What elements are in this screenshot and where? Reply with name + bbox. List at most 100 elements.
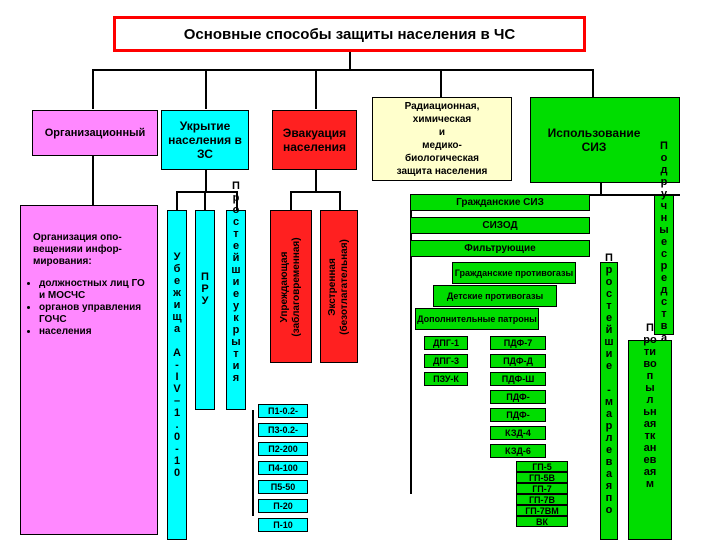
protivopylnaya-letter: ан [643,442,657,454]
prostejshie-letter: е [605,444,613,456]
prostejshie-letter: п [605,492,613,504]
evac-horizontal [290,191,340,193]
ubezhishcha-letter: - [175,359,179,371]
prostejshie-letter: и [605,348,613,360]
protivopylnaya-letter: ая [643,418,657,430]
shelter-model-label: П1-0.2- [268,406,298,416]
dpg-item: ДПГ-1 [424,336,468,350]
siz-protivopylnaya-box [628,340,672,540]
prostejshie-letter: в [605,456,613,468]
org-notify-item: населения [39,326,151,338]
shelter-drop-3 [236,191,238,211]
prostye-letter: т [233,228,239,240]
gp-item-label: ГП-7 [532,483,552,494]
title-box: Основные способы защиты населения в ЧС [113,16,586,52]
evac-type-emergency: Экстренная (безотлагательная) [320,210,358,363]
protivopylnaya-letter: ев [643,454,657,466]
prostejshie-letter: о [605,504,613,516]
drop-rad [440,69,442,97]
shelter-model-label: П-10 [273,520,293,530]
org-detail-connector [92,156,94,206]
prostye-letter: и [232,360,240,372]
prostye-letter: П [232,180,240,192]
shelter-drop-1 [176,191,178,211]
pdf-item-label: ПДФ- [506,392,530,402]
prostye-letter: я [232,372,240,384]
dpg-item-label: ПЗУ-К [433,374,459,384]
gp-item: ГП-7 [516,483,568,494]
ubezhishcha-letter: щ [172,311,182,323]
siz-bar-civil-label: Гражданские СИЗ [456,197,544,208]
pru-letter: У [201,295,209,307]
podruchnye-letter: р [660,176,668,188]
pdf-item: ПДФ-7 [490,336,546,350]
protivopylnaya-letter: тк [644,430,656,442]
shelter-model: П-10 [258,518,308,532]
siz-podruchnye-box [654,195,674,335]
ubezhishcha-letter: ж [173,287,181,299]
pdf-item-label: ПДФ-Д [503,356,533,366]
prostye-letter: о [232,204,240,216]
category-shelter-label: Укрытие населения в ЗС [168,119,242,161]
drop-shelter [205,69,207,109]
org-notify-item: должностных лиц ГО и МОСЧС [39,278,151,302]
pdf-item-label: ПДФ- [506,410,530,420]
prostejshie-letter: т [606,300,612,312]
podruchnye-letter: с [660,296,668,308]
evac-type-proactive-label: Упреждающая (заблаговременная) [279,236,302,337]
category-radiation-line-1: Радиационная, [404,101,480,112]
shelter-type-prostye [226,210,246,410]
podruchnye-letter: ы [659,224,669,236]
podruchnye-letter: д [660,164,668,176]
siz-connector [600,183,602,195]
siz-bar-filtering-label: Фильтрующие [464,243,536,254]
category-organizational-label: Организационный [44,127,146,139]
prostye-letter: ы [231,336,241,348]
podruchnye-letter: т [661,308,667,320]
prostye-letter: е [232,240,240,252]
siz-bar-filtering: Фильтрующие [410,240,590,257]
shelter-model-label: П5-50 [270,482,296,492]
shelter-model: П4-100 [258,461,308,475]
prostye-letter: у [232,300,240,312]
prostejshie-letter: л [605,432,613,444]
pdf-item: ПДФ- [490,390,546,404]
prostejshie-letter: о [605,276,613,288]
ubezhishcha-letter [175,335,178,347]
org-detail-box: Организация опо- вещенияи инфор- мирован… [20,205,158,535]
evac-drop-2 [339,191,341,211]
pdf-item: ПДФ-Д [490,354,546,368]
pdf-item: ПДФ-Ш [490,372,546,386]
prostye-letter: к [233,312,239,324]
prostye-letter: й [232,252,240,264]
prostejshie-letter: с [605,288,613,300]
shelter-model-label: П2-200 [268,444,298,454]
evac-type-emergency-label: Экстренная (безотлагательная) [327,238,350,335]
prostye-letter: т [233,348,239,360]
prostye-letter: р [232,192,240,204]
podruchnye-letter: о [660,152,668,164]
org-notify-list: должностных лиц ГО и МОСЧС органов управ… [27,278,151,338]
prostejshie-letter: е [605,312,613,324]
podruchnye-letter: н [660,212,668,224]
prostejshie-letter: е [605,360,613,372]
dpg-item-label: ДПГ-1 [433,338,459,348]
category-radiation-line-6: защита населения [396,166,488,177]
category-evacuation: Эвакуация населения [272,110,357,170]
siz-sub-extra-cartridges-label: Дополнительные патроны [417,314,537,324]
category-siz: Использование СИЗ [530,97,680,183]
shelter-model: П5-50 [258,480,308,494]
category-evacuation-label: Эвакуация населения [282,126,347,154]
ubezhishcha-letter: V [173,383,181,395]
evac-type-proactive: Упреждающая (заблаговременная) [270,210,312,363]
gp-item: ГП-7ВМ [516,505,568,516]
pdf-item: КЗД-6 [490,444,546,458]
gp-item: ГП-5В [516,472,568,483]
evac-drop-1 [290,191,292,211]
protivopylnaya-letter: ы [645,382,655,394]
drop-evac [315,69,317,109]
gp-item-label: ВК [536,516,548,527]
ubezhishcha-letter: 1 [173,455,181,467]
